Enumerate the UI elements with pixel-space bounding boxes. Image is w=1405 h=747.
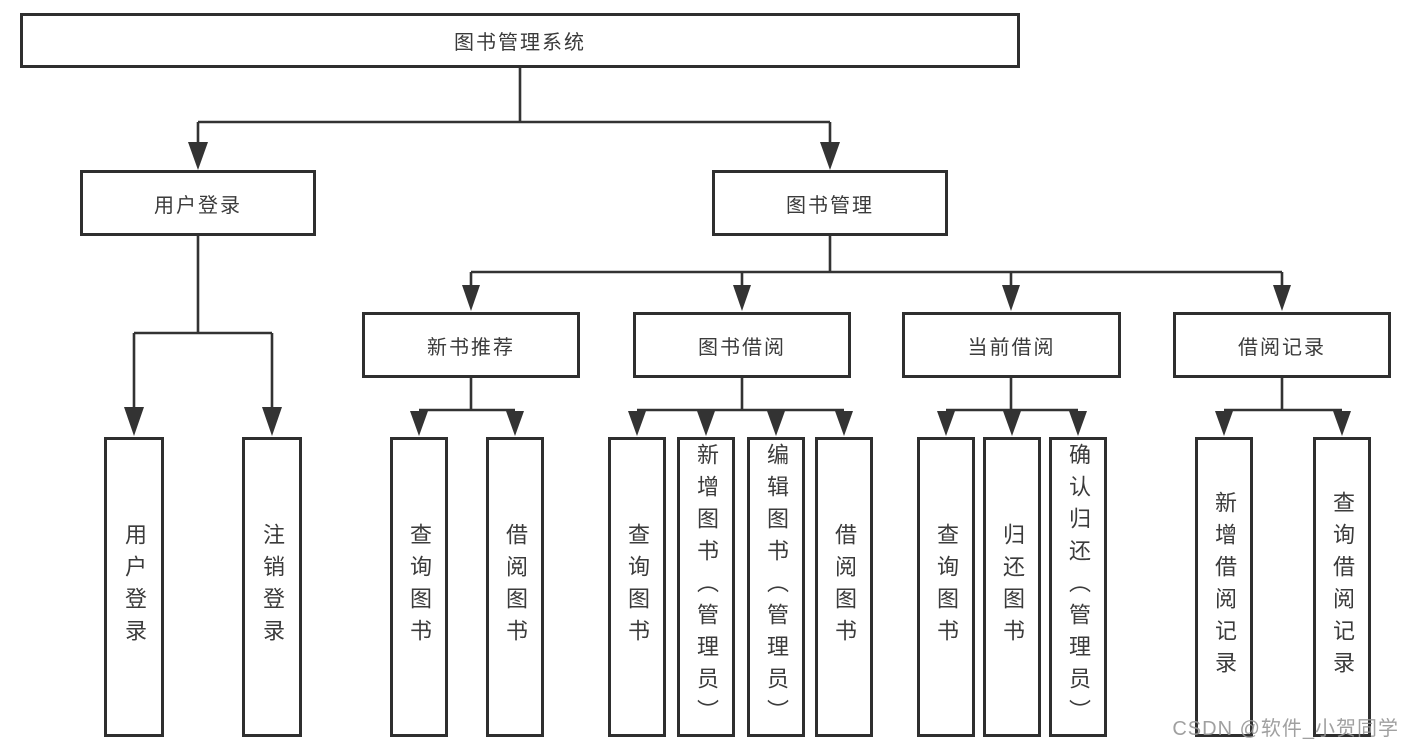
leaf-nbr-query-books-label: 查询图书 [407, 523, 432, 651]
node-user-login-label: 用户登录 [154, 194, 242, 217]
node-new-book-recommend-label: 新书推荐 [427, 336, 515, 359]
leaf-nbr-borrow-books: 借阅图书 [486, 437, 544, 737]
node-root: 图书管理系统 [20, 13, 1020, 68]
node-root-label: 图书管理系统 [454, 32, 586, 54]
leaf-bb-edit-books-admin: 编辑图书（管理员） [747, 437, 805, 737]
leaf-cb-query-books: 查询图书 [917, 437, 975, 737]
leaf-cb-confirm-return-admin: 确认归还（管理员） [1049, 437, 1107, 737]
leaf-user-login: 用户登录 [104, 437, 164, 737]
node-borrow-records-label: 借阅记录 [1238, 336, 1326, 359]
node-current-borrow-label: 当前借阅 [967, 336, 1056, 359]
arrowheads [124, 142, 1351, 436]
node-book-management: 图书管理 [712, 170, 948, 236]
leaf-br-add-record: 新增借阅记录 [1195, 437, 1253, 737]
leaf-logout-label: 注销登录 [260, 523, 285, 651]
node-book-borrow: 图书借阅 [633, 312, 851, 378]
leaf-cb-return-books: 归还图书 [983, 437, 1041, 737]
node-user-login: 用户登录 [80, 170, 316, 236]
node-borrow-records: 借阅记录 [1173, 312, 1391, 378]
leaf-nbr-query-books: 查询图书 [390, 437, 448, 737]
leaf-bb-query-books-label: 查询图书 [625, 523, 650, 651]
node-new-book-recommend: 新书推荐 [362, 312, 580, 378]
node-book-management-label: 图书管理 [786, 194, 874, 217]
leaf-bb-add-books-admin-label: 新增图书（管理员） [694, 443, 719, 731]
leaf-br-query-record: 查询借阅记录 [1313, 437, 1371, 737]
leaf-cb-query-books-label: 查询图书 [934, 523, 959, 651]
leaf-user-login-label: 用户登录 [122, 523, 147, 651]
leaf-logout: 注销登录 [242, 437, 302, 737]
leaf-cb-return-books-label: 归还图书 [1000, 523, 1025, 651]
leaf-nbr-borrow-books-label: 借阅图书 [503, 523, 528, 651]
leaf-br-add-record-label: 新增借阅记录 [1212, 491, 1237, 683]
leaf-cb-confirm-return-admin-label: 确认归还（管理员） [1066, 443, 1091, 731]
node-current-borrow: 当前借阅 [902, 312, 1121, 378]
leaf-bb-borrow-books-label: 借阅图书 [832, 523, 857, 651]
watermark: CSDN @软件_小贺同学 [1172, 718, 1399, 740]
leaf-bb-add-books-admin: 新增图书（管理员） [677, 437, 735, 737]
leaf-br-query-record-label: 查询借阅记录 [1330, 491, 1355, 683]
leaf-bb-borrow-books: 借阅图书 [815, 437, 873, 737]
leaf-bb-edit-books-admin-label: 编辑图书（管理员） [764, 443, 789, 731]
leaf-bb-query-books: 查询图书 [608, 437, 666, 737]
node-book-borrow-label: 图书借阅 [698, 336, 786, 359]
